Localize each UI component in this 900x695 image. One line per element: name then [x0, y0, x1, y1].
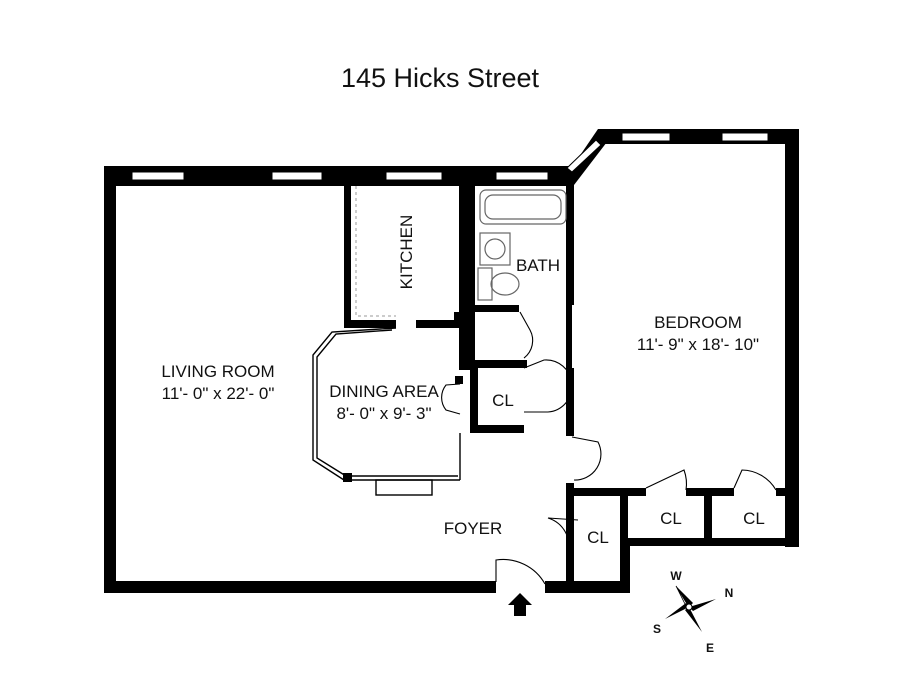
kitchen-counter	[355, 186, 396, 317]
bath-fixtures	[477, 189, 567, 301]
dining-area-dims: 8'- 0" x 9'- 3"	[336, 404, 431, 423]
plan-title: 145 Hicks Street	[341, 63, 540, 93]
bath-label: BATH	[516, 256, 560, 275]
windows	[131, 132, 769, 181]
door-swings	[441, 311, 777, 585]
compass-n: N	[725, 586, 734, 600]
kitchen-label: KITCHEN	[397, 215, 416, 290]
foyer-label: FOYER	[444, 519, 503, 538]
closet-label: CL	[660, 509, 682, 528]
bedroom-dims: 11'- 9" x 18'- 10"	[637, 335, 759, 354]
bedroom-label: BEDROOM	[654, 313, 742, 332]
closet-label: CL	[743, 509, 765, 528]
compass-e: E	[706, 641, 714, 655]
compass-icon: W N E S	[653, 569, 733, 655]
closet-label: CL	[587, 528, 609, 547]
living-room-dims: 11'- 0" x 22'- 0"	[162, 384, 275, 403]
compass-s: S	[653, 622, 661, 636]
living-room-label: LIVING ROOM	[161, 362, 274, 381]
dining-area-label: DINING AREA	[329, 382, 439, 401]
dining-bay	[312, 327, 461, 496]
closet-label: CL	[492, 391, 514, 410]
entry-arrow-icon	[508, 593, 532, 616]
compass-w: W	[670, 569, 682, 583]
